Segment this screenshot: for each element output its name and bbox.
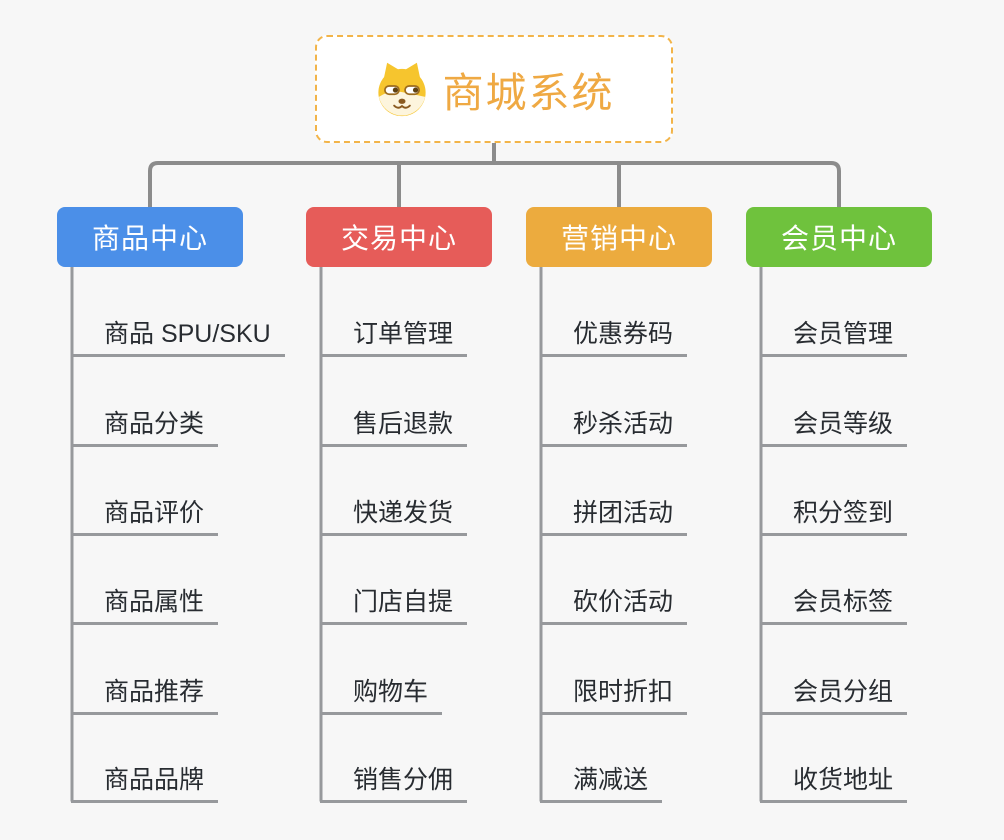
child-topic[interactable]: 订单管理 [320, 310, 468, 357]
child-topic[interactable]: 商品推荐 [71, 668, 219, 715]
child-topic[interactable]: 限时折扣 [540, 668, 688, 715]
child-topic[interactable]: 拼团活动 [540, 489, 688, 536]
child-topic[interactable]: 会员等级 [760, 400, 908, 447]
branch-header[interactable]: 交易中心 [306, 207, 492, 267]
child-topic[interactable]: 商品评价 [71, 489, 219, 536]
child-topic[interactable]: 会员标签 [760, 578, 908, 625]
child-topic[interactable]: 商品属性 [71, 578, 219, 625]
child-topic[interactable]: 优惠券码 [540, 310, 688, 357]
child-topic[interactable]: 满减送 [540, 756, 663, 803]
root-label: 商城系统 [442, 70, 615, 116]
branch-header[interactable]: 营销中心 [526, 207, 712, 267]
child-topic[interactable]: 商品 SPU/SKU [71, 310, 285, 357]
child-topic[interactable]: 会员分组 [760, 668, 908, 715]
doge-face-icon [374, 61, 430, 117]
child-topic[interactable]: 砍价活动 [540, 578, 688, 625]
child-topic[interactable]: 商品分类 [71, 400, 219, 447]
child-topic[interactable]: 商品品牌 [71, 756, 219, 803]
child-topic[interactable]: 积分签到 [760, 489, 908, 536]
child-topic[interactable]: 售后退款 [320, 400, 468, 447]
child-topic[interactable]: 快递发货 [320, 489, 468, 536]
child-topic[interactable]: 门店自提 [320, 578, 468, 625]
child-topic[interactable]: 会员管理 [760, 310, 908, 357]
child-topic[interactable]: 销售分佣 [320, 756, 468, 803]
branch-header[interactable]: 会员中心 [746, 207, 932, 267]
child-topic[interactable]: 购物车 [320, 668, 443, 715]
child-topic[interactable]: 收货地址 [760, 756, 908, 803]
root-node[interactable]: 商城系统 [315, 35, 673, 143]
branch-header[interactable]: 商品中心 [57, 207, 243, 267]
child-topic[interactable]: 秒杀活动 [540, 400, 688, 447]
